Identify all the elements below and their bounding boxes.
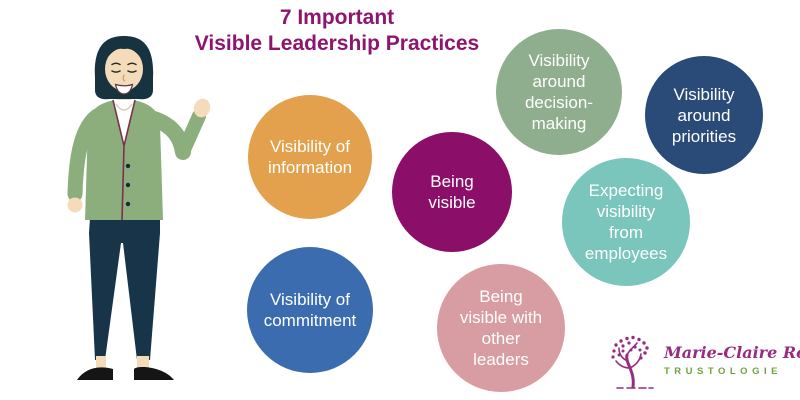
tree-leaves [611, 335, 649, 360]
jacket-button [125, 182, 131, 188]
trousers [89, 218, 160, 360]
practice-circle-being-visible-with-other-leaders: Being visible with other leaders [437, 264, 565, 392]
practice-label: Being visible with other leaders [459, 287, 543, 369]
practice-circle-visibility-around-priorities: Visibility around priorities [645, 56, 763, 174]
practice-circle-visibility-around-decision-making: Visibility around decision- making [496, 29, 622, 155]
right-forearm [176, 109, 206, 159]
brand-tagline: TRUSTOLOGIE [664, 366, 782, 377]
practice-label: Visibility around decision- making [524, 51, 594, 133]
right-shoe [134, 366, 174, 380]
practice-label: Visibility around priorities [671, 84, 737, 146]
page-title: 7 Important Visible Leadership Practices [194, 6, 480, 55]
practice-label: Being visible [428, 172, 476, 212]
hair-fringe [105, 41, 143, 61]
mouth [114, 83, 134, 95]
shirt [113, 100, 135, 146]
practice-circle-visibility-of-information: Visibility of information [248, 95, 372, 219]
practice-circle-visibility-of-commitment: Visibility of commitment [247, 247, 373, 373]
jacket-button [125, 201, 131, 207]
left-hand [67, 197, 83, 213]
practice-circle-expecting-visibility-from-employees: Expecting visibility from employees [562, 158, 690, 286]
necklace [115, 103, 133, 111]
face [105, 47, 143, 91]
nose [122, 74, 126, 82]
practice-label: Expecting visibility from employees [584, 181, 668, 263]
logo-text: Marie-Claire Ross ® TRUSTOLOGIE [664, 334, 800, 377]
left-shoe [77, 367, 113, 380]
practice-label: Visibility of information [267, 137, 353, 177]
tree-icon [611, 335, 654, 389]
eyes [111, 70, 137, 73]
practice-circle-being-visible: Being visible [392, 132, 512, 252]
left-ankle [96, 356, 106, 369]
eyebrows [111, 62, 137, 66]
jacket-button [125, 163, 131, 169]
businesswoman-illustration [67, 36, 211, 380]
brand-name: Marie-Claire Ross [664, 343, 800, 362]
right-hand [193, 98, 211, 118]
right-ankle [137, 356, 149, 369]
brand-logo: Marie-Claire Ross ® TRUSTOLOGIE [608, 334, 800, 392]
jacket-trim [112, 99, 136, 221]
practice-label: Visibility of commitment [263, 290, 357, 330]
